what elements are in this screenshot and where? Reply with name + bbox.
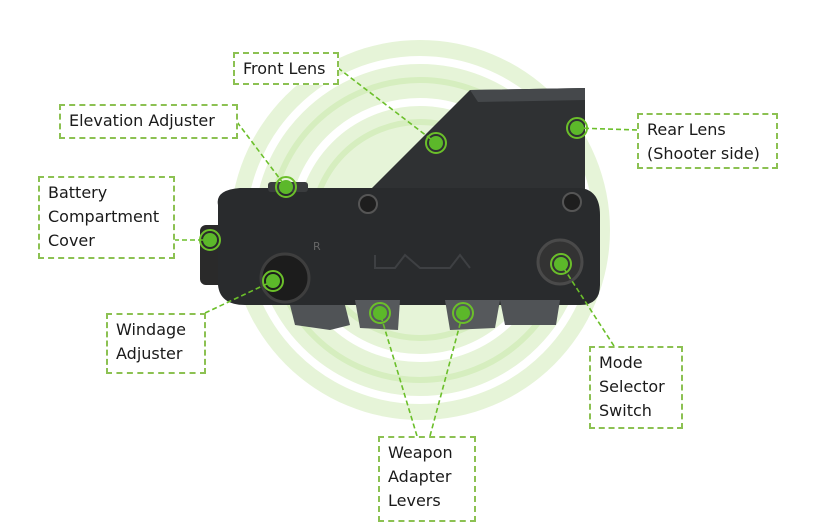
- label-mode-selector-switch: Mode Selector Switch: [589, 346, 683, 429]
- label-text: Weapon: [388, 443, 453, 462]
- hotspot-elevation: [275, 176, 297, 198]
- hotspot-lever-2: [452, 302, 474, 324]
- device-marking: R: [313, 240, 321, 253]
- leader-lines: [174, 67, 638, 437]
- label-text: Switch: [599, 401, 652, 420]
- label-windage-adjuster: Windage Adjuster: [106, 313, 206, 374]
- hotspot-rear-lens: [566, 117, 588, 139]
- label-rear-lens: Rear Lens (Shooter side): [637, 113, 778, 169]
- label-text: Levers: [388, 491, 441, 510]
- label-text: Adapter: [388, 467, 452, 486]
- label-front-lens: Front Lens: [233, 52, 339, 85]
- hotspot-battery: [199, 229, 221, 251]
- label-text: Rear Lens: [647, 120, 726, 139]
- label-text: Selector: [599, 377, 665, 396]
- label-battery-compartment-cover: Battery Compartment Cover: [38, 176, 175, 259]
- label-weapon-adapter-levers: Weapon Adapter Levers: [378, 436, 476, 522]
- label-text: Windage: [116, 320, 187, 339]
- hotspot-windage: [262, 270, 284, 292]
- label-text: Cover: [48, 231, 95, 250]
- red-dot-sight-device: R: [200, 88, 600, 330]
- label-elevation-adjuster: Elevation Adjuster: [59, 104, 238, 139]
- hotspot-front-lens: [425, 132, 447, 154]
- hotspots: [199, 117, 588, 324]
- hotspot-lever-1: [369, 302, 391, 324]
- label-text: Mode: [599, 353, 643, 372]
- label-text: (Shooter side): [647, 144, 760, 163]
- label-text: Battery: [48, 183, 108, 202]
- label-text: Front Lens: [243, 59, 326, 78]
- label-text: Elevation Adjuster: [69, 111, 215, 130]
- label-text: Compartment: [48, 207, 160, 226]
- hotspot-mode-selector: [550, 253, 572, 275]
- label-text: Adjuster: [116, 344, 183, 363]
